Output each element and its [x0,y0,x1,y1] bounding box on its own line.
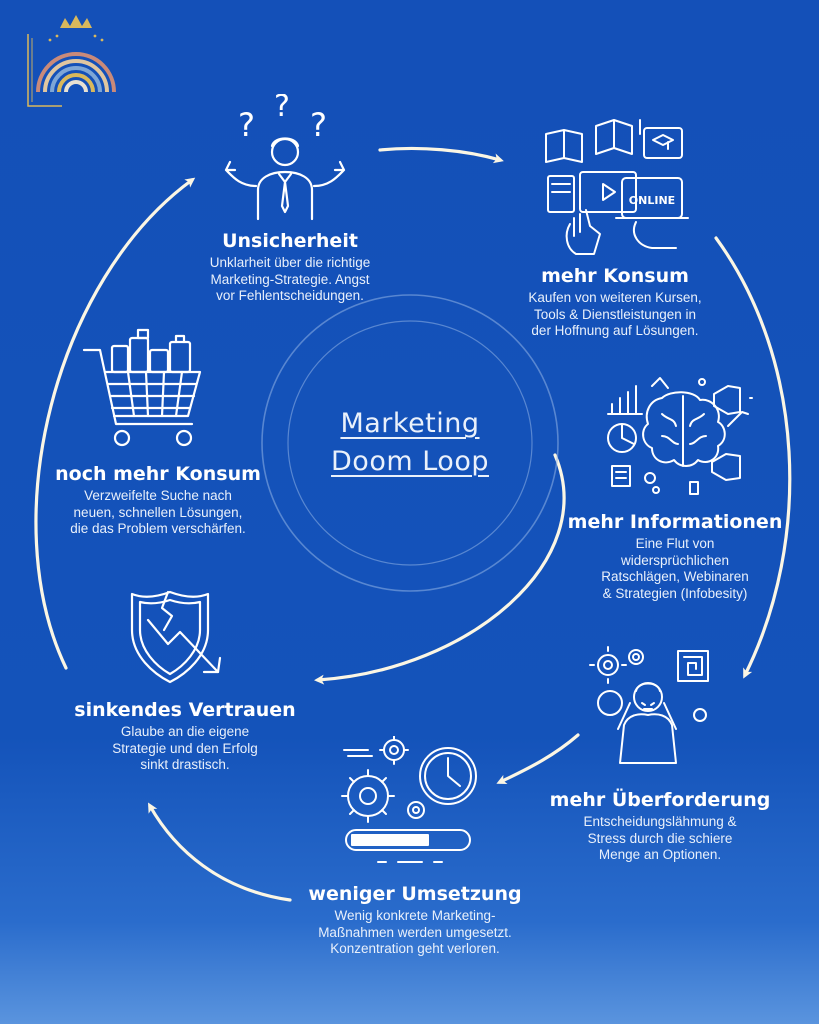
step-unsicherheit: Unsicherheit Unklarheit über die richtig… [170,229,410,305]
step-description: Unklarheit über die richtige Marketing-S… [170,255,410,305]
desc-line: Eine Flut von [635,536,715,551]
confused-person-icon: ? ? ? [218,94,352,222]
arrow-4-to-5 [496,733,580,784]
svg-text:?: ? [238,106,255,144]
svg-text:?: ? [274,94,290,124]
step-description: Wenig konkrete Marketing- Maßnahmen werd… [280,908,550,958]
desc-line: Menge an Optionen. [598,847,722,862]
step-title: mehr Informationen [567,511,783,533]
step-noch-mehr-konsum: noch mehr Konsum Verzweifelte Suche nach… [38,462,278,538]
step-title: Unsicherheit [222,230,358,252]
step-mehr-informationen: mehr Informationen Eine Flut von widersp… [560,510,790,602]
crown-icon [60,15,92,28]
desc-line: Verzweifelte Suche nach [84,488,232,503]
desc-line: sinkt drastisch. [140,757,230,772]
center-title-line1: Marketing [340,408,480,439]
arrow-7-to-1 [34,177,196,670]
desc-line: widersprüchlichen [620,552,730,568]
shopping-cart-icon [80,324,208,452]
broken-shield-icon [124,586,240,690]
desc-line: Strategie und den Erfolg [112,740,258,756]
arrow-5-to-6 [148,802,292,902]
desc-line: Stress durch die schiere [587,830,733,846]
desc-line: Tools & Dienstleistungen in [533,306,697,322]
center-title: Marketing Doom Loop [300,405,520,481]
step-title: mehr Konsum [541,265,689,287]
desc-line: Konzentration geht verloren. [330,941,500,956]
desc-line: Ratschlägen, Webinaren [601,569,749,584]
step-sinkendes-vertrauen: sinkendes Vertrauen Glaube an die eigene… [60,698,310,774]
desc-line: & Strategien (Infobesity) [602,585,748,601]
desc-line: neuen, schnellen Lösungen, [73,504,243,520]
desc-line: vor Fehlentscheidungen. [216,288,364,303]
online-label: ONLINE [629,194,675,207]
desc-line: der Hoffnung auf Lösungen. [531,323,699,338]
step-title: sinkendes Vertrauen [74,699,296,721]
step-weniger-umsetzung: weniger Umsetzung Wenig konkrete Marketi… [280,882,550,958]
overwhelmed-person-icon [588,645,718,767]
step-mehr-ueberforderung: mehr Überforderung Entscheidungslähmung … [545,788,775,864]
svg-text:?: ? [310,106,327,144]
arrow-2-to-4 [714,236,792,679]
progress-clock-gears-icon [338,736,484,870]
step-description: Verzweifelte Suche nach neuen, schnellen… [38,488,278,538]
arrow-center-to-6 [314,453,566,685]
step-description: Entscheidungslähmung & Stress durch die … [545,814,775,864]
online-courses-icon: ONLINE [540,114,690,258]
step-title: weniger Umsetzung [308,883,522,905]
logo-rainbow-crown [22,12,120,110]
arrow-1-to-2 [378,146,504,164]
desc-line: Glaube an die eigene [120,724,250,739]
desc-line: Unklarheit über die richtige [209,255,371,270]
desc-line: Wenig konkrete Marketing- [334,908,496,923]
center-ring-inner [287,320,533,566]
step-description: Glaube an die eigene Strategie und den E… [60,724,310,774]
center-title-line2: Doom Loop [331,446,489,477]
desc-line: Kaufen von weiteren Kursen, [528,290,702,305]
step-description: Eine Flut von widersprüchlichen Ratschlä… [560,536,790,602]
brain-information-icon [602,374,754,502]
desc-line: Entscheidungslähmung & [583,814,737,829]
center-ring-outer [261,294,559,592]
desc-line: Marketing-Strategie. Angst [210,271,370,287]
step-title: noch mehr Konsum [55,463,261,485]
step-description: Kaufen von weiteren Kursen, Tools & Dien… [490,290,740,340]
step-title: mehr Überforderung [549,789,771,811]
desc-line: die das Problem verschärfen. [70,521,246,536]
desc-line: Maßnahmen werden umgesetzt. [318,924,512,940]
step-mehr-konsum: mehr Konsum Kaufen von weiteren Kursen, … [490,264,740,340]
